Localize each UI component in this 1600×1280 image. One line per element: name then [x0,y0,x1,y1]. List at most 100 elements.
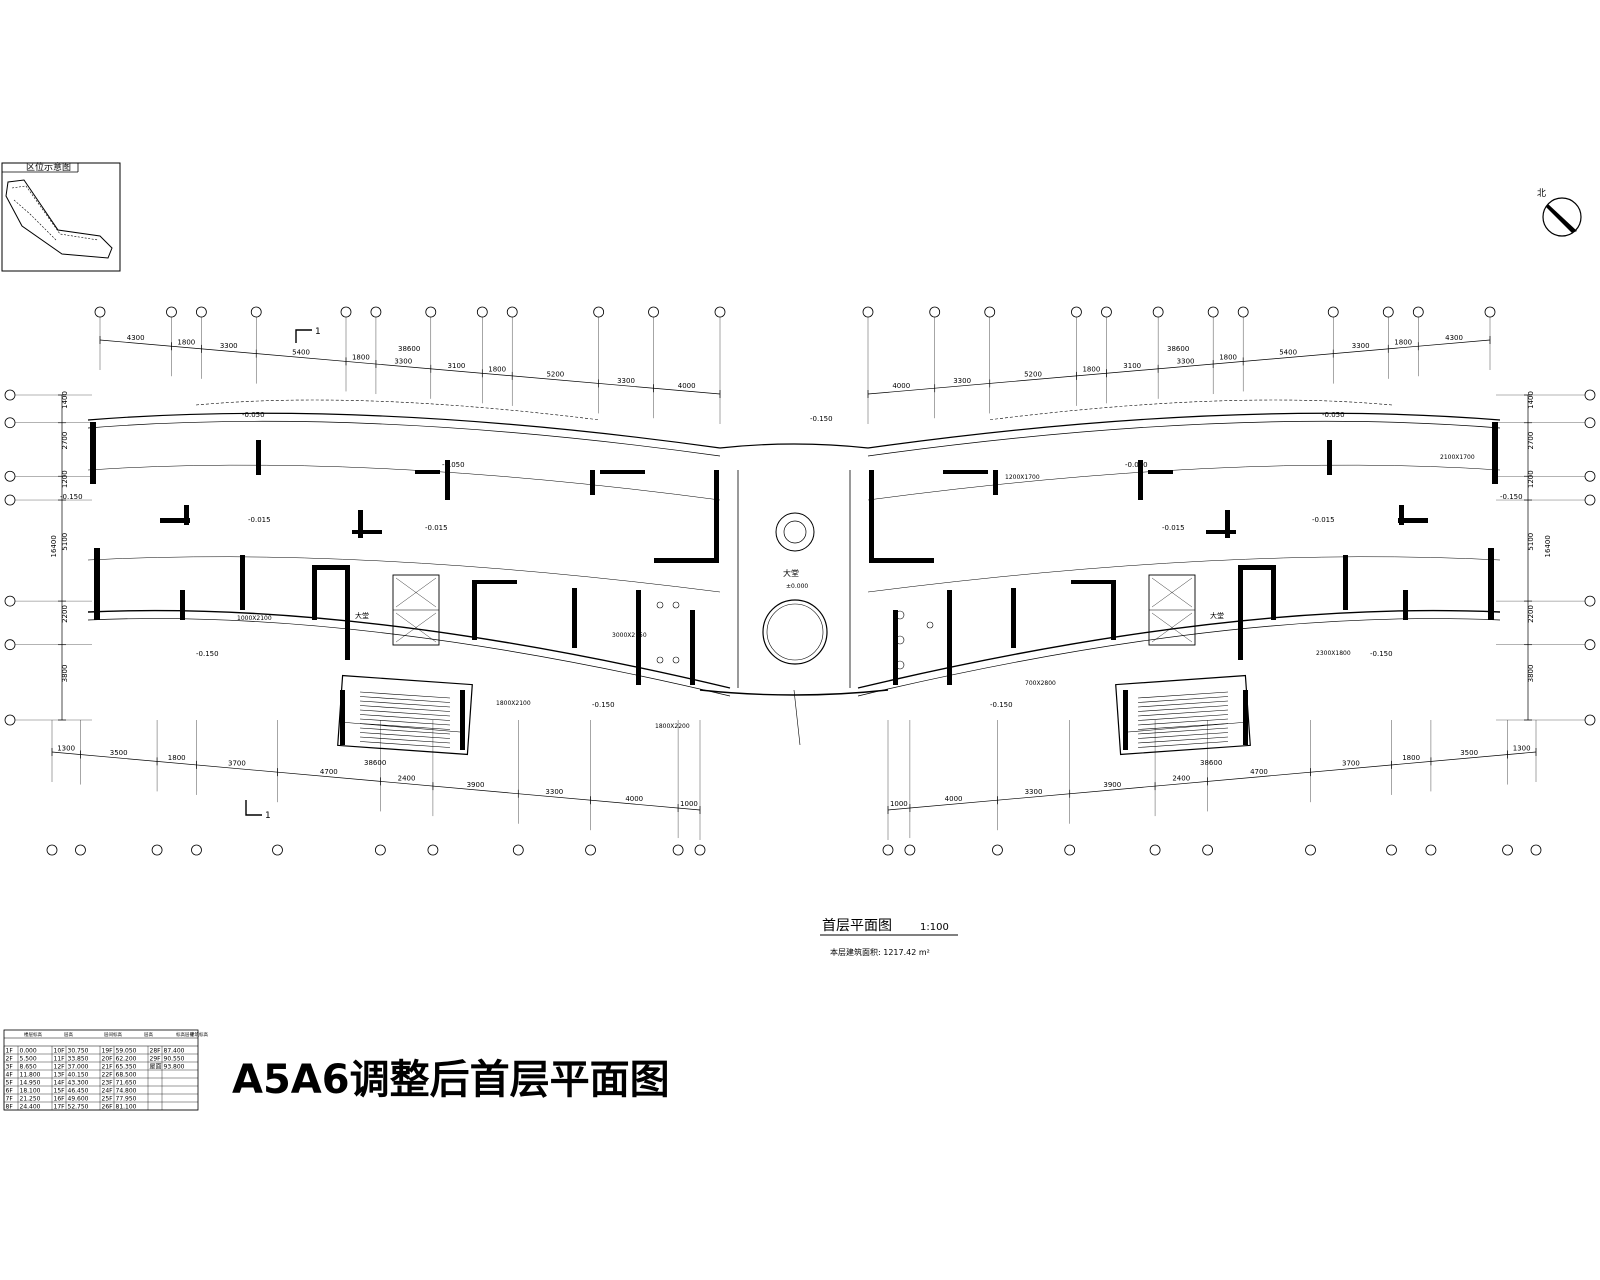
table-header-cell: 层高 [144,1031,153,1038]
structural-walls [90,422,1498,750]
dimension-value: 3500 [1460,749,1478,757]
grid-axis-bubble [166,306,177,318]
dimension-value: 1200 [61,470,69,488]
table-cell: 29F [150,1056,162,1063]
grid-axis-bubble [340,306,352,318]
dimension-value: 3500 [110,749,128,757]
dimension-value: 4000 [892,382,910,390]
central-lobby: 大堂 ±0.000 [699,443,889,746]
table-cell: 12F [54,1064,66,1071]
stair-tread [359,700,451,708]
table-header-cell: 层高 [64,1031,73,1038]
stair-tread [359,723,451,730]
grid-axis-bubble [882,844,894,856]
dimension-value: 4700 [320,768,338,776]
dimension-value: 2700 [61,432,69,450]
grid-axis-bubble [94,306,106,318]
plan-title: 首层平面图 [822,918,892,934]
grid-axis-bubble [672,844,684,856]
grid-axis-bubble [1530,844,1542,856]
grid-axis-bubble [992,844,1003,856]
stair-tread [359,718,451,726]
dimension-value: 2400 [398,775,416,783]
door-label: 2100X1700 [1440,454,1475,461]
grid-axis-bubble [904,844,916,856]
dimension-line [99,339,721,395]
grid-axis-bubble [1202,844,1214,856]
dimension-line [51,751,701,811]
section-mark-2-label: 1 [265,811,271,821]
table-cell: 1F [6,1048,14,1055]
grid-axis-bubble [476,306,488,318]
table-cell: 21.250 [20,1096,41,1103]
dimension-value: 1800 [488,366,506,374]
elev-note: -0.015 [248,516,271,524]
table-cell: 43.300 [68,1080,89,1087]
stair-tread [1137,705,1229,712]
stair-tread [1137,709,1229,717]
grid-axis-bubble [984,306,996,318]
dimension-value: 4000 [678,382,696,390]
elev-note: -0.150 [1500,493,1523,501]
table-cell: 18.100 [20,1088,41,1095]
plan-caption: 首层平面图 1:100 本层建筑面积: 1217.42 m² [820,918,958,957]
door-label: 1000X2100 [237,615,272,622]
north-arrow: 北 [1537,188,1582,237]
grid-axis-bubble [1207,306,1219,318]
dimension-value: 3300 [1025,788,1043,796]
sheet-title: A5A6调整后首层平面图 [232,1057,670,1103]
stair-tread [1137,700,1229,708]
dimension-value: 3900 [1103,781,1121,789]
table-cell: 8F [6,1104,14,1111]
table-header-cell: 标高层号 [176,1031,194,1038]
grid-axis-bubble [1484,306,1496,318]
grid-axis-bubble [1152,306,1164,318]
plan-scale: 1:100 [920,922,949,933]
grid-axis-bubble [1584,470,1596,482]
grid-axis-bubble [4,417,16,429]
grid-axis-bubble [1382,306,1394,318]
grid-axis-bubble [427,844,439,856]
elev-note: -0.150 [990,701,1013,709]
stair-tread [359,705,451,712]
dimension-value: 1000 [890,800,908,808]
table-cell: 40.150 [68,1072,89,1079]
dimension-value: 4000 [625,795,643,803]
stair-tread [1137,723,1229,730]
table-cell: 22F [102,1072,114,1079]
grid-axis-bubble [585,844,596,856]
table-cell: 24.400 [20,1104,41,1111]
table-cell: 14F [54,1080,66,1087]
dimension-value: 1800 [1402,754,1420,762]
dimension-value: 5200 [546,371,564,379]
elev-note: -0.015 [1162,524,1185,532]
elev-note: -0.050 [242,411,265,419]
table-cell: 21F [102,1064,114,1071]
grid-axis-bubble [4,639,16,651]
dimension-value: 1000 [680,800,698,808]
door-label: 3000X2150 [612,632,647,639]
dimension-value: 1400 [61,391,69,409]
stair-tread [1137,714,1229,721]
table-cell: 74.800 [116,1088,137,1095]
table-cell: 52.750 [68,1104,89,1111]
elev-note: -0.150 [810,415,833,423]
stair-tread [1137,696,1229,703]
key-plan: 区位示意图 [1,161,121,272]
grid-axis-bubble [714,306,726,318]
dimension-line [867,339,1491,395]
door-label: 700X2800 [1025,680,1056,687]
grid-axis-bubble [1101,306,1112,318]
grid-axis-bubble [1584,595,1596,607]
dimension-value: 5400 [292,349,310,357]
dimension-value: 1800 [168,754,186,762]
core-lobby-label: 大堂 [1210,611,1224,620]
lobby-elevation: ±0.000 [786,583,808,590]
grid-axis-bubble [151,844,163,856]
toilet-fixtures [656,601,934,670]
section-mark-top: 1 [295,327,321,343]
dimension-value: 3300 [1352,342,1370,350]
grid-axis-bubble [250,306,262,318]
elev-note: -0.050 [1125,461,1148,469]
dimension-value: 1300 [57,744,75,752]
